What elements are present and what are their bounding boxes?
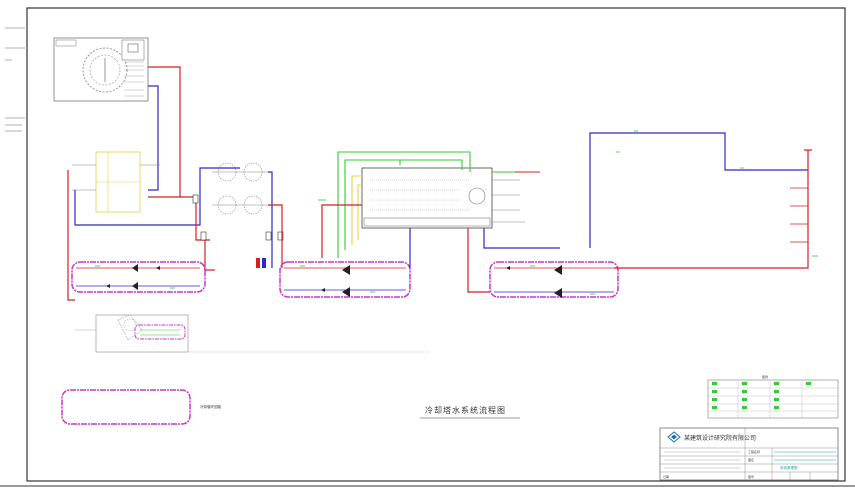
small-unit-detail bbox=[75, 314, 189, 353]
equipment-supply-pipe bbox=[467, 228, 490, 293]
drawing-label: 图名 bbox=[748, 457, 754, 462]
equipment-return-pipe bbox=[483, 228, 560, 249]
drawing-border bbox=[26, 7, 846, 482]
project-label: 工程名称 bbox=[748, 449, 760, 454]
loop-right bbox=[489, 261, 619, 298]
left-aux-red-pipe bbox=[204, 240, 215, 271]
right-branch-green-ticks bbox=[616, 130, 818, 257]
tower-supply-pipe bbox=[148, 66, 181, 198]
cooling-tower bbox=[53, 37, 149, 102]
center-left-red-pipe bbox=[268, 204, 283, 268]
main-equipment-block bbox=[361, 167, 525, 229]
tower-return-pipe bbox=[148, 85, 159, 191]
valve-cluster bbox=[212, 162, 268, 215]
right-red-riser bbox=[614, 150, 809, 269]
yellow-circuit bbox=[351, 175, 362, 245]
right-blue-header bbox=[589, 132, 808, 248]
left-margin-marks bbox=[5, 27, 25, 132]
heat-exchanger-block bbox=[72, 151, 160, 213]
legend-loop-sample bbox=[61, 389, 191, 425]
company-name: 某建筑设计研究院有限公司 bbox=[684, 434, 756, 442]
left-main-red-pipe bbox=[67, 170, 75, 301]
left-return-pipe bbox=[74, 167, 240, 226]
center-red-pipe bbox=[321, 204, 362, 258]
center-left-blue-pipe bbox=[268, 171, 273, 268]
date-label: 日期 bbox=[663, 474, 669, 479]
loop-center bbox=[279, 261, 411, 298]
company-logo-icon bbox=[667, 431, 681, 443]
title-block: 某建筑设计研究院有限公司 工程名称 图名 系统原理图 图号 日期 bbox=[659, 427, 839, 481]
drawing-no-label: 图号 bbox=[748, 474, 754, 479]
diagram-title: 冷却塔水系统流程图 bbox=[425, 405, 506, 415]
loop-left bbox=[71, 261, 206, 293]
right-branch-ticks bbox=[790, 187, 808, 243]
valve-symbols bbox=[192, 194, 284, 268]
legend-note: 冷却循环回路 bbox=[200, 404, 221, 409]
legend-table: 图例 bbox=[707, 374, 839, 419]
drawing-name: 系统原理图 bbox=[780, 465, 798, 470]
legend-heading: 图例 bbox=[762, 374, 768, 379]
